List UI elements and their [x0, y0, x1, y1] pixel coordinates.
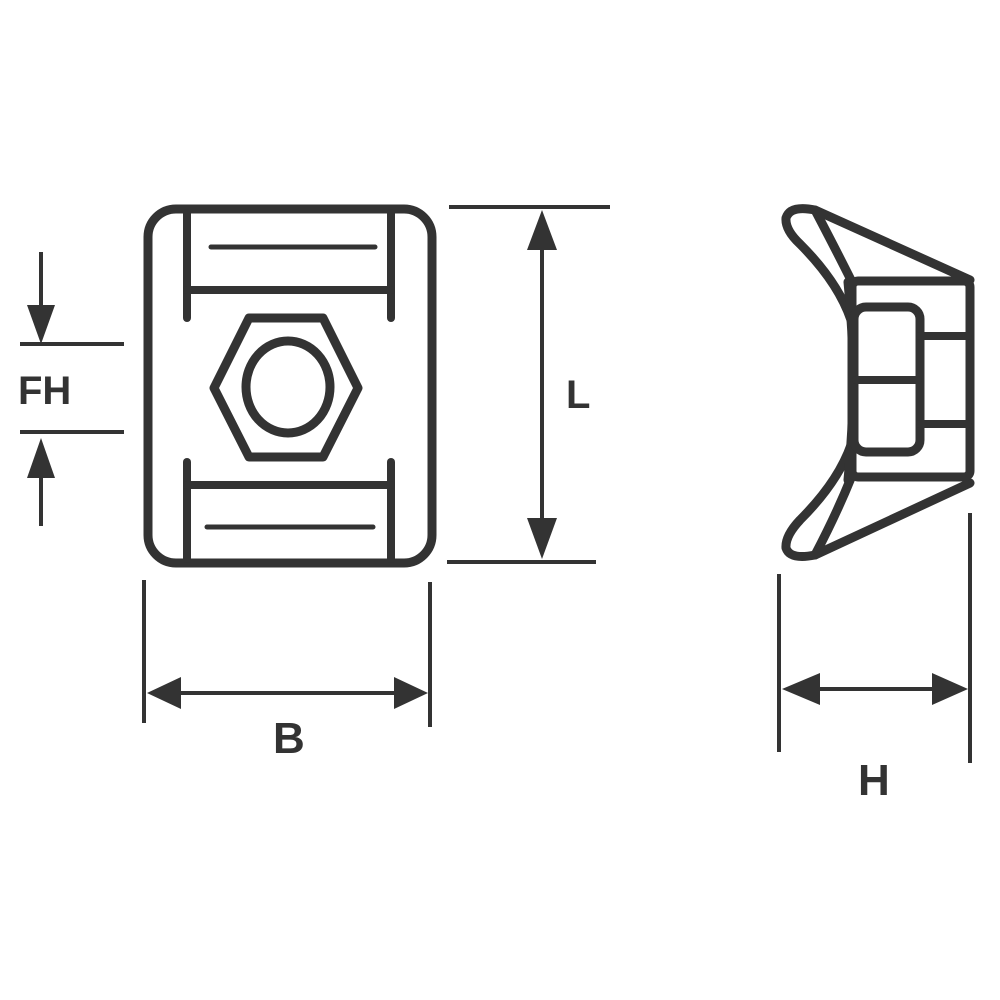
- l-dimension: L: [447, 205, 610, 564]
- top-view: [143, 204, 437, 568]
- fh-dimension: FH: [18, 252, 124, 526]
- b-dimension: B: [142, 580, 432, 763]
- fh-label: FH: [18, 369, 71, 413]
- hex-nut-recess: [209, 313, 363, 462]
- h-dimension: H: [777, 513, 972, 805]
- side-view: [781, 204, 975, 561]
- lower-wing: [781, 440, 975, 561]
- upper-wing: [781, 204, 975, 325]
- bore-hole: [241, 336, 335, 438]
- l-label: L: [566, 373, 590, 417]
- h-label: H: [858, 756, 890, 805]
- b-label: B: [273, 714, 305, 763]
- bottom-tie-slot: [183, 458, 395, 563]
- top-tie-slot: [183, 209, 395, 322]
- base-outline: [143, 204, 437, 568]
